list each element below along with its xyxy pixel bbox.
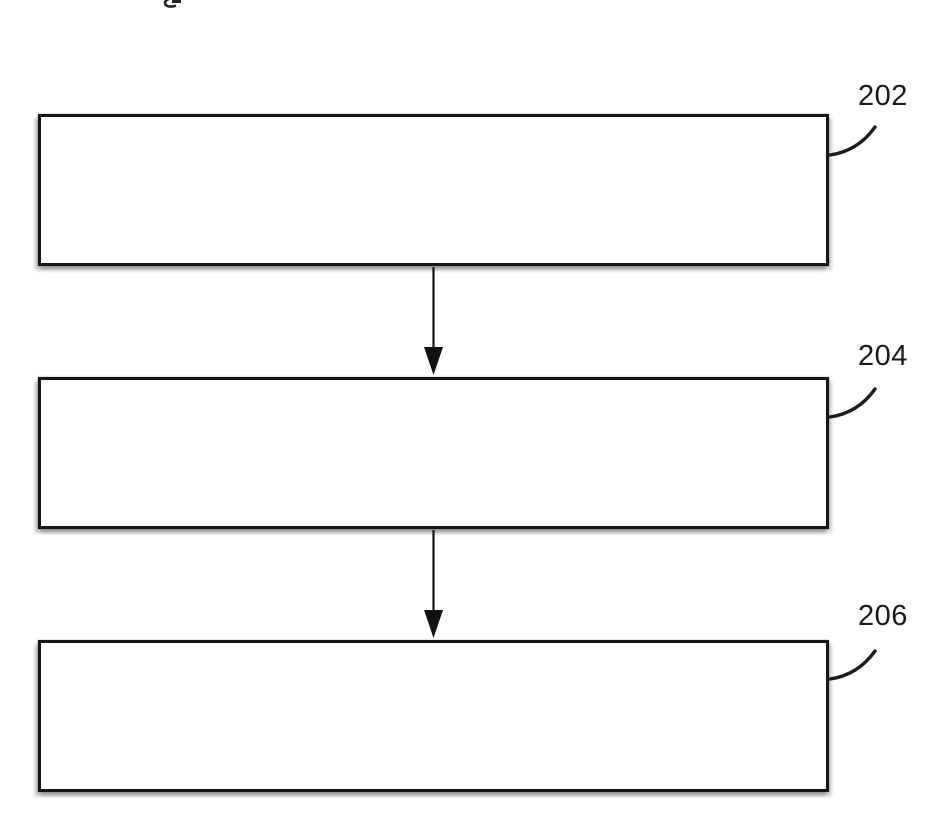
process-box-2-content xyxy=(41,380,826,526)
process-box-1-content xyxy=(41,117,826,263)
leader-line-206 xyxy=(828,649,877,681)
process-box-3-content xyxy=(41,643,826,789)
down-arrowhead-icon xyxy=(424,347,443,375)
down-arrowhead-icon xyxy=(424,610,443,638)
process-box-3 xyxy=(38,640,829,792)
leader-line-204 xyxy=(828,387,877,419)
flow-arrow-2 xyxy=(424,530,443,638)
scan-artifact-blob xyxy=(172,0,181,3)
ref-label-206: 206 xyxy=(858,600,908,632)
leader-line-202 xyxy=(828,125,877,157)
scan-artifact-mark xyxy=(163,0,181,8)
process-box-2 xyxy=(38,377,829,529)
flow-arrow-1 xyxy=(424,267,443,375)
process-box-1 xyxy=(38,114,829,266)
ref-label-204: 204 xyxy=(858,340,908,372)
ref-label-202: 202 xyxy=(858,80,908,112)
